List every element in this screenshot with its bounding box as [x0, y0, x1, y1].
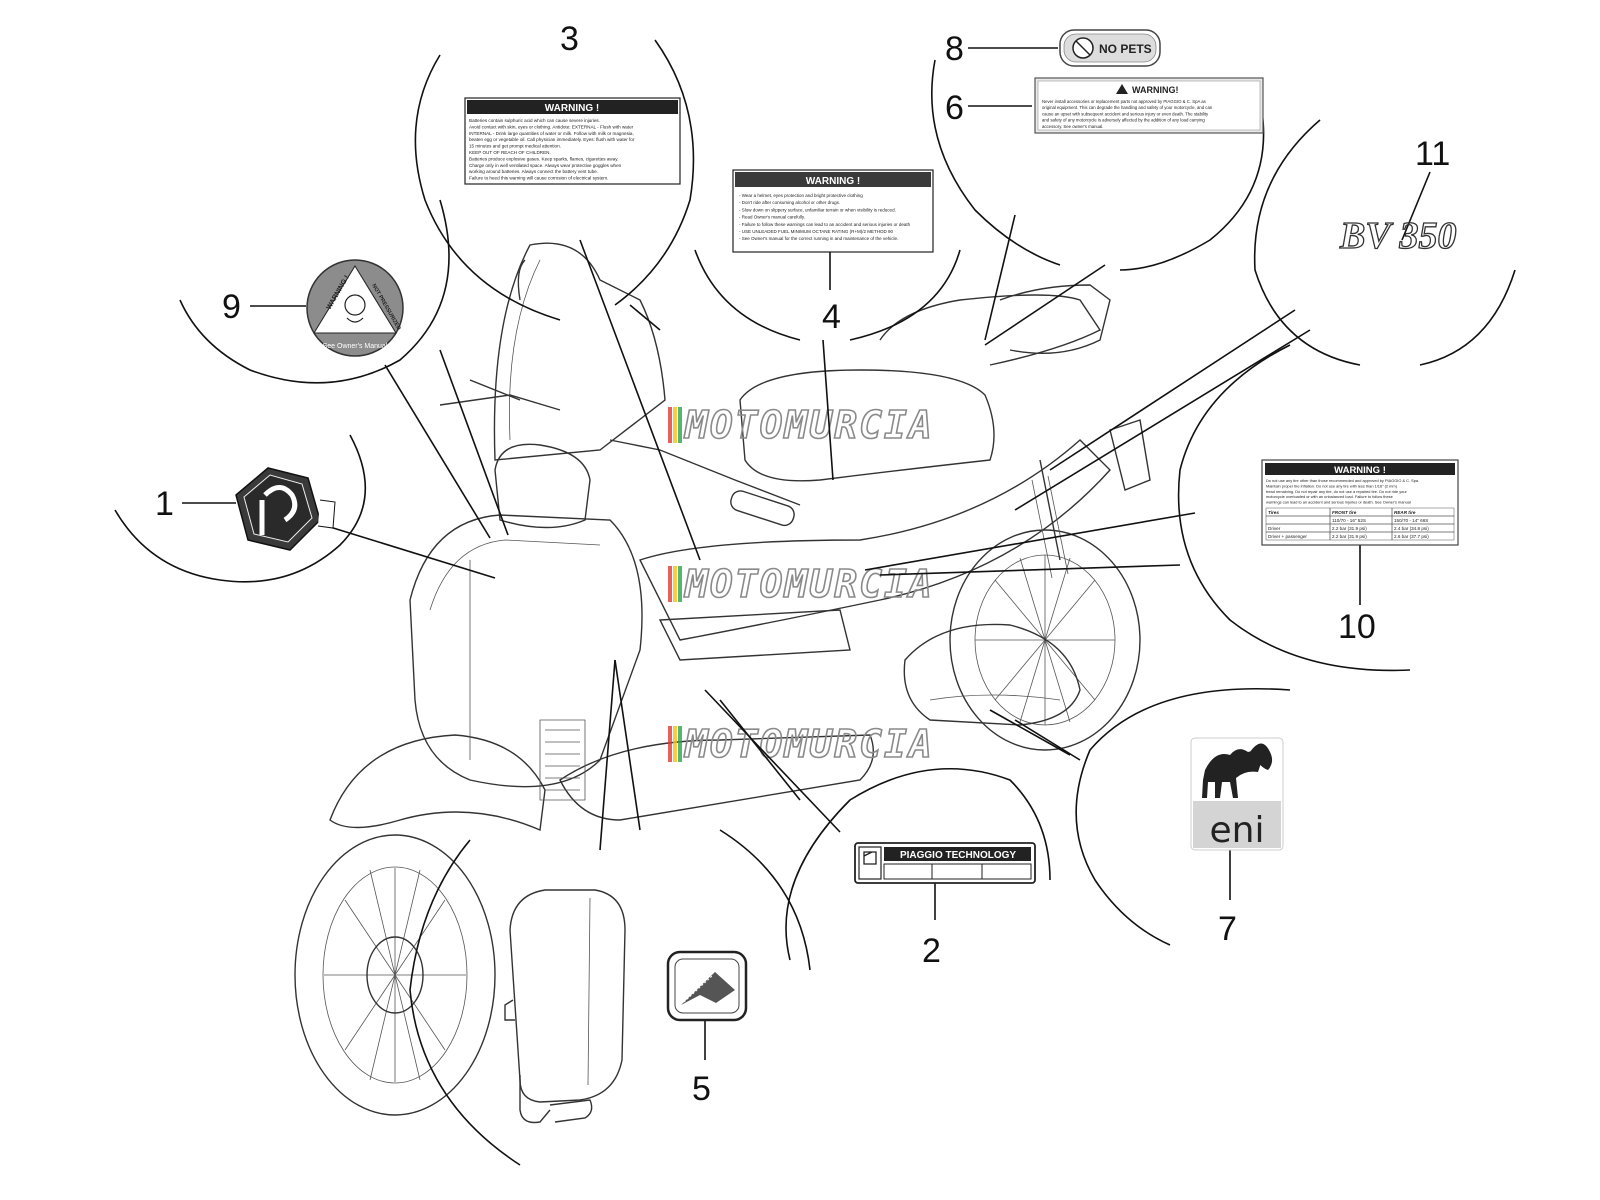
- watermark-color-bar: [673, 407, 677, 443]
- battery-warning-line: Charge only in well ventilated space. Al…: [469, 163, 622, 168]
- rider-warning-line: - USE UNLEADED FUEL MINIMUM OCTANE RATIN…: [739, 229, 894, 234]
- battery-warning-line: 15 minutes and get prompt medical attent…: [469, 144, 561, 149]
- piaggio-emblem-badge: [235, 467, 336, 551]
- svg-text:eni: eni: [1210, 810, 1265, 851]
- watermark-color-bar: [673, 566, 677, 602]
- battery-warning-line: Batteries produce explosive gases. Keep …: [469, 156, 619, 161]
- tire-pressure-table: Tires FRONT tire REAR tire 110/70 - 16" 52S…: [1265, 507, 1455, 541]
- tire-warning-line: motorcycle overloaded or with an unbalan…: [1266, 494, 1393, 499]
- svg-text:BV 350: BV 350: [1339, 215, 1457, 257]
- tire-warning-line: Do not use any tire other than those rec…: [1266, 478, 1419, 483]
- tire-table-cell: [1391, 531, 1455, 541]
- rider-warning-line: - Failure to follow these warnings can l…: [739, 222, 911, 227]
- footrest-cover-part: [504, 889, 626, 1124]
- footboard-sticker: [666, 950, 748, 1022]
- svg-text:WARNING !: WARNING !: [806, 176, 860, 187]
- battery-warning-line: INTERNAL - Drink large quantities of wat…: [469, 131, 634, 136]
- svg-text:PIAGGIO TECHNOLOGY: PIAGGIO TECHNOLOGY: [900, 850, 1016, 861]
- callout-2: 2: [922, 932, 941, 970]
- callout-3: 3: [560, 20, 579, 58]
- watermark-color-bar: [668, 726, 672, 762]
- no-pets-sticker: NO PETS: [1059, 29, 1161, 67]
- accessory-warning-line: and safety of any motorcycle is adversel…: [1042, 118, 1205, 123]
- tire-table-text: Tires: [1268, 510, 1279, 515]
- svg-text:NO PETS: NO PETS: [1099, 42, 1152, 56]
- battery-warning-line: working around batteries. Always connect…: [469, 169, 598, 174]
- tire-warning-line: tread remaining. Do not repair any tire,…: [1266, 489, 1407, 494]
- tire-table-text: 2.6 bar (37.7 psi): [1394, 534, 1429, 539]
- round-warning-sticker: WARNING ! NOT PRESSURIZED See Owner's Ma…: [306, 259, 404, 357]
- watermark-group: MOTOMURCIA MOTOMURCIA MOTOMURCIA: [668, 402, 934, 767]
- leader-lines: [182, 47, 1431, 1060]
- tire-table-text: 2.4 bar (34.8 psi): [1394, 526, 1429, 531]
- eni-sticker: eni: [1190, 737, 1284, 851]
- callout-11: 11: [1415, 135, 1450, 173]
- svg-text:MOTOMURCIA: MOTOMURCIA: [683, 722, 934, 766]
- accessory-warning-label: WARNING! Never install accessories or re…: [1034, 77, 1264, 134]
- watermark-1: MOTOMURCIA: [668, 402, 934, 448]
- callout-1: 1: [155, 485, 174, 523]
- watermark-color-bar: [678, 726, 682, 762]
- svg-text:MOTOMURCIA: MOTOMURCIA: [683, 562, 934, 606]
- tire-table-text: 2.2 bar (31.9 psi): [1332, 526, 1367, 531]
- accessory-warning-line: original equipment. This can degrade the…: [1042, 105, 1213, 110]
- battery-warning-line: beaten egg or vegetable oil. Call physic…: [469, 137, 635, 142]
- tire-warning-label: WARNING ! Do not use any tire other than…: [1261, 459, 1459, 546]
- tire-table-text: REAR tire: [1394, 510, 1416, 515]
- callout-numbers: 1 2 3 4 5 6 7 8 9 10 11: [155, 20, 1450, 1108]
- battery-warning-line: Avoid contact with skin, eyes or clothin…: [469, 124, 634, 129]
- scooter-drawing: [294, 242, 1151, 1116]
- accessory-warning-line: Never install accessories or replacement…: [1042, 99, 1206, 104]
- battery-warning-label: WARNING ! Batteries contain sulphuric ac…: [464, 97, 681, 185]
- svg-text:WARNING !: WARNING !: [1334, 465, 1386, 476]
- callout-7: 7: [1218, 910, 1237, 948]
- callout-6: 6: [945, 89, 964, 127]
- six-legged-dog-icon: [1202, 743, 1273, 798]
- piaggio-technology-plate: PIAGGIO TECHNOLOGY: [854, 842, 1036, 884]
- watermark-color-bar: [678, 566, 682, 602]
- tire-table-text: 150/70 - 14" 66S: [1394, 518, 1428, 523]
- bubble-arcs: [114, 39, 1516, 1166]
- watermark-color-bar: [668, 566, 672, 602]
- callout-10: 10: [1338, 608, 1376, 646]
- svg-text:WARNING !: WARNING !: [545, 103, 599, 114]
- accessory-warning-line: accessory. See owner's manual.: [1042, 124, 1103, 129]
- rider-warning-line: - Read Owner's manual carefully.: [739, 215, 805, 220]
- watermark-2: MOTOMURCIA: [668, 561, 934, 607]
- callout-9: 9: [222, 288, 241, 326]
- rider-warning-line: - Slow down on slippery surface, unfamil…: [739, 207, 896, 212]
- accessory-warning-line: cause an upset with subsequent accident …: [1042, 111, 1209, 116]
- watermark-3: MOTOMURCIA: [668, 721, 934, 767]
- rider-warning-line: - Don't ride after consuming alcohol or …: [739, 200, 840, 205]
- watermark-color-bar: [673, 726, 677, 762]
- tire-warning-line: warnings can lead to an accident and ser…: [1266, 500, 1411, 505]
- tire-warning-line: Maintain proper tire inflation. Do not u…: [1266, 483, 1398, 488]
- svg-text:WARNING!: WARNING!: [1132, 85, 1179, 95]
- svg-text:MOTOMURCIA: MOTOMURCIA: [683, 403, 934, 447]
- rider-warning-line: - See Owner's manual for the correct run…: [739, 236, 898, 241]
- callout-5: 5: [692, 1070, 711, 1108]
- battery-warning-line: KEEP OUT OF REACH OF CHILDREN.: [469, 150, 551, 155]
- callout-8: 8: [945, 30, 964, 68]
- tire-table-text: Driver: [1268, 526, 1281, 531]
- battery-warning-line: Failure to heed this warning will cause …: [469, 176, 608, 181]
- tire-table-text: 110/70 - 16" 52S: [1332, 518, 1366, 523]
- tire-table-text: FRONT tire: [1332, 510, 1357, 515]
- battery-warning-line: Batteries contain sulphuric acid which c…: [469, 118, 600, 123]
- watermark-color-bar: [668, 407, 672, 443]
- bv350-model-badge: BV 350: [1338, 214, 1457, 257]
- rider-warning-line: - Wear a helmet, eyes protection and bri…: [739, 193, 863, 198]
- watermark-color-bar: [678, 407, 682, 443]
- tire-table-text: 2.2 bar (31.9 psi): [1332, 534, 1367, 539]
- rider-warning-label: WARNING ! - Wear a helmet, eyes protecti…: [732, 169, 934, 253]
- tire-table-text: Driver + passenger: [1268, 534, 1307, 539]
- callout-4: 4: [822, 298, 841, 336]
- svg-text:See Owner's Manual: See Owner's Manual: [323, 343, 388, 350]
